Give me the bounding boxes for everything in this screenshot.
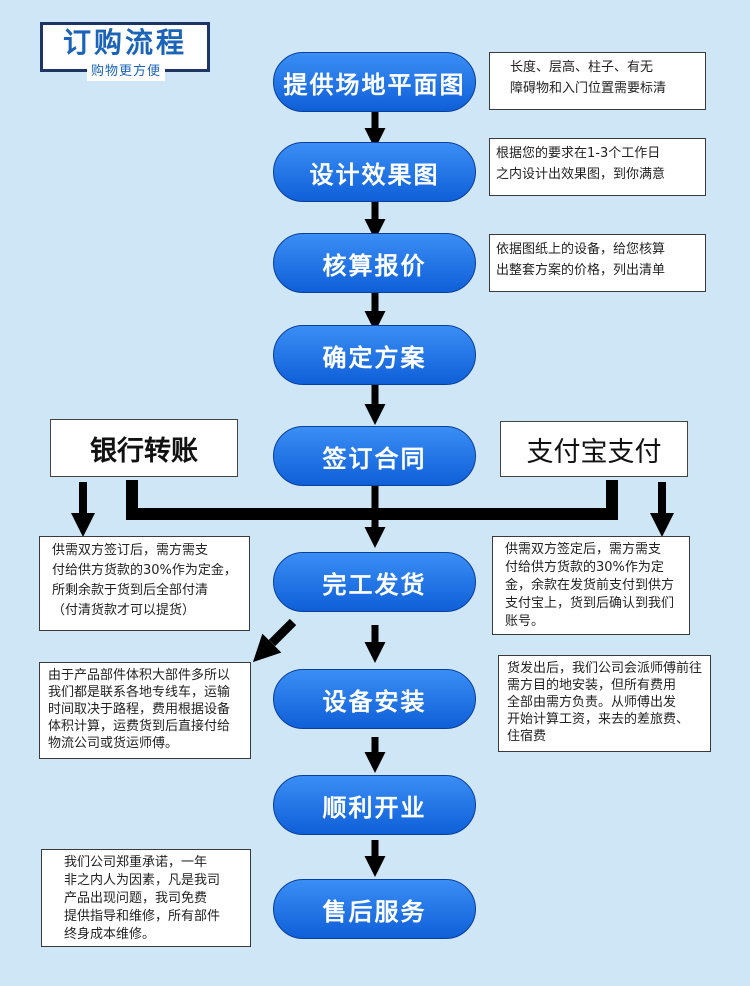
note-line: 根据您的要求在1-3个工作日 <box>496 146 661 161</box>
step-provide-site-plan: 提供场地平面图 <box>273 52 476 112</box>
note-line: 供需双方签定后，需方需支 <box>505 542 662 557</box>
note-line: 之内设计出效果图，到你满意 <box>496 167 666 182</box>
note-shipping: 由于产品部件体积大部件多所以 我们都是联系各地专线车，运输 时间取决于路程，费用… <box>39 662 251 759</box>
note-line: 终身成本维修。 <box>64 927 156 942</box>
note-line: 付给供方货款的30%作为定 <box>505 560 664 575</box>
note-line: 开始计算工资，来去的差旅费、 <box>507 712 690 727</box>
step-grand-opening: 顺利开业 <box>273 775 476 835</box>
note-bank-payment-terms: 供需双方签订后，需方需支 付给供方货款的30%作为定金， 所剩余款于货到后全部付… <box>39 536 250 631</box>
note-installation: 货发出后，我们公司会派师傅前往 需方目的地安装，但所有费用 全部由需方负责。从师… <box>498 655 711 752</box>
note-quote: 依据图纸上的设备，给您核算 出整套方案的价格，列出清单 <box>489 234 706 292</box>
note-line: 需方目的地安装，但所有费用 <box>507 678 677 693</box>
note-line: 产品出现问题，我司免费 <box>64 891 208 906</box>
note-line: （付清货款才可以提货） <box>52 603 196 618</box>
note-alipay-payment-terms: 供需双方签定后，需方需支 付给供方货款的30%作为定 金，余款在发货前支付到供方… <box>492 536 690 635</box>
note-line: 付给供方货款的30%作为定金， <box>52 563 237 578</box>
note-line: 时间取决于路程，费用根据设备 <box>48 702 231 717</box>
note-line: 由于产品部件体积大部件多所以 <box>48 668 231 683</box>
bank-transfer-box: 银行转账 <box>50 419 238 477</box>
step-equipment-installation: 设备安装 <box>273 669 476 729</box>
note-line: 供需双方签订后，需方需支 <box>52 543 209 558</box>
note-line: 长度、层高、柱子、有无 <box>510 60 654 75</box>
note-after-sales: 我们公司郑重承诺，一年 非之内人为因素，凡是我司 产品出现问题，我司免费 提供指… <box>41 849 251 947</box>
note-line: 货发出后，我们公司会派师傅前往 <box>507 661 703 676</box>
step-confirm-plan: 确定方案 <box>273 325 476 385</box>
alipay-payment-box: 支付宝支付 <box>500 421 688 477</box>
note-line: 提供指导和维修，所有部件 <box>64 909 221 924</box>
step-design-rendering: 设计效果图 <box>273 142 476 202</box>
title-box: 订购流程 购物更方便 <box>40 22 210 81</box>
note-line: 金，余款在发货前支付到供方 <box>505 578 675 593</box>
page-subtitle: 购物更方便 <box>87 63 165 81</box>
step-after-sales-service: 售后服务 <box>273 879 476 939</box>
note-line: 障碍物和入门位置需要标清 <box>510 81 667 96</box>
step-quotation: 核算报价 <box>273 233 476 293</box>
note-line: 全部由需方负责。从师傅出发 <box>507 695 677 710</box>
note-line: 出整套方案的价格，列出清单 <box>496 263 666 278</box>
step-sign-contract: 签订合同 <box>273 426 476 486</box>
note-site-plan: 长度、层高、柱子、有无 障碍物和入门位置需要标清 <box>489 52 706 110</box>
note-line: 我们公司郑重承诺，一年 <box>64 855 208 870</box>
arrow-shipment-to-shipping-note <box>252 618 297 663</box>
note-line: 依据图纸上的设备，给您核算 <box>496 242 666 257</box>
step-completion-shipment: 完工发货 <box>273 552 476 612</box>
note-line: 支付宝上，货到后确认到我们 <box>505 596 675 611</box>
note-line: 所剩余款于货到后全部付清 <box>52 583 209 598</box>
note-line: 住宿费 <box>507 729 547 744</box>
note-line: 账号。 <box>505 614 545 629</box>
note-design: 根据您的要求在1-3个工作日 之内设计出效果图，到你满意 <box>489 138 706 196</box>
note-line: 体积计算，运费货到后直接付给 <box>48 719 231 734</box>
note-line: 我们都是联系各地专线车，运输 <box>48 685 231 700</box>
note-line: 物流公司或货运师傅。 <box>48 736 179 751</box>
page-title: 订购流程 <box>62 26 187 59</box>
note-line: 非之内人为因素，凡是我司 <box>64 873 221 888</box>
